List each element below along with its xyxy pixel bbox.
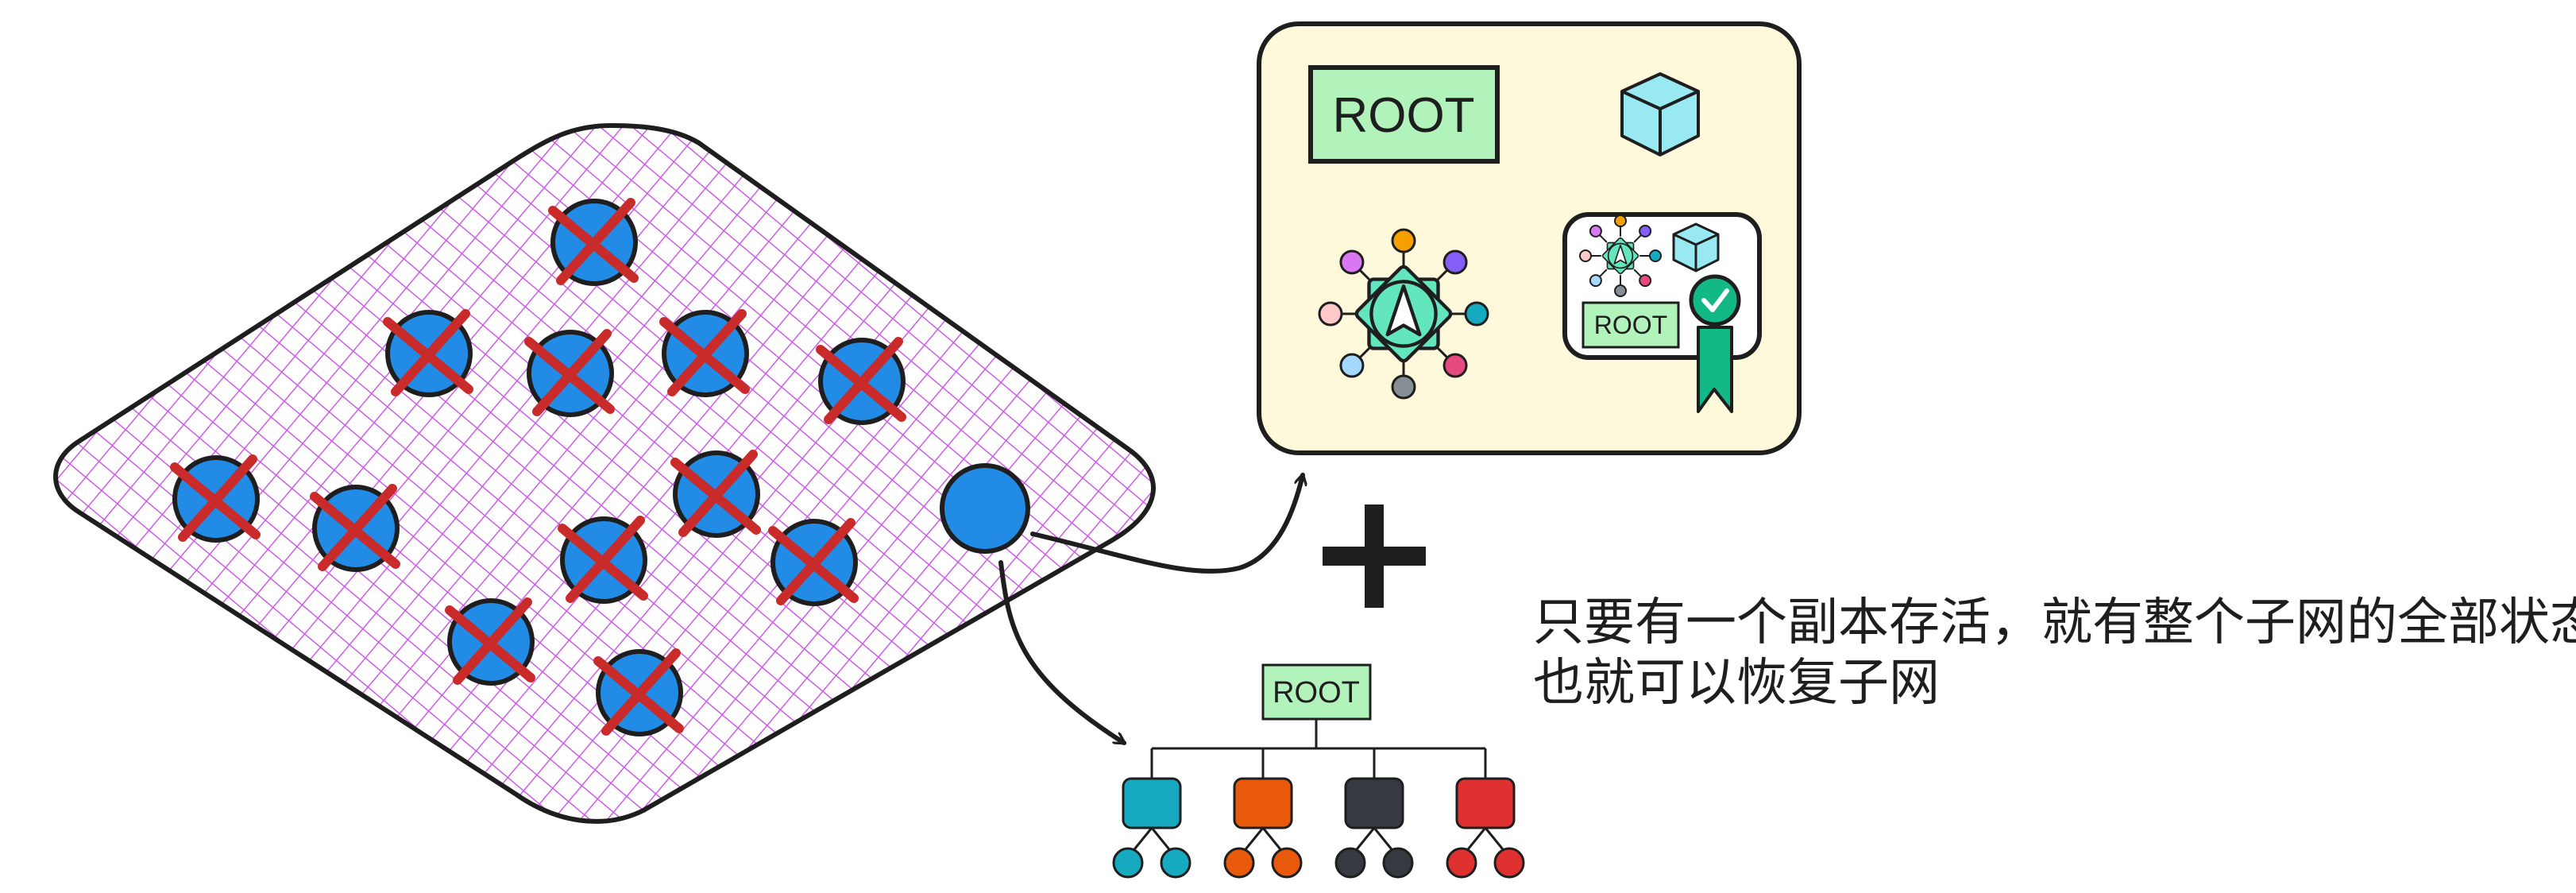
tree-branch-node: [1112, 777, 1191, 879]
tree-branch-node: [1334, 777, 1414, 879]
root-label-large: ROOT: [1332, 88, 1474, 143]
certified-badge-icon: ROOT: [1562, 212, 1762, 413]
tree-leaf: [1223, 847, 1255, 879]
hub-satellite-dot: [1442, 353, 1468, 378]
hub-satellite-dot: [1614, 284, 1627, 297]
caption-line-1: 只要有一个副本存活，就有整个子网的全部状态: [1533, 593, 2576, 652]
root-label-small: ROOT: [1594, 311, 1667, 339]
tree-root-box: [1261, 663, 1372, 721]
hub-satellite-dot: [1589, 224, 1602, 238]
tree-branch-node: [1446, 777, 1525, 879]
crossed-out-node-icon: [383, 309, 473, 397]
hub-satellite-dot: [1391, 228, 1416, 253]
gear-hub-icon: [1318, 228, 1489, 400]
hub-satellite-dot: [1339, 353, 1365, 378]
arrow-to-state-tree: [998, 560, 1124, 745]
tree-leaf: [1112, 847, 1144, 879]
failed-nodes: [170, 198, 906, 736]
state-panel: ROOT ROOT: [1257, 21, 1802, 455]
hub-satellite-dot: [1649, 249, 1662, 262]
tree-leaf: [1271, 847, 1303, 879]
hub-satellite-dot: [1589, 274, 1602, 288]
cube-icon: [1620, 72, 1700, 157]
tree-leaf: [1382, 847, 1414, 879]
hatched-diamond-region: [53, 123, 1156, 824]
crossed-out-node-icon: [659, 309, 750, 397]
crossed-out-node-icon: [170, 454, 261, 543]
tree-leaf: [1160, 847, 1191, 879]
hub-satellite-dot: [1464, 301, 1489, 327]
crossed-out-node-icon: [548, 198, 639, 286]
mini-hub-icon: [1579, 215, 1662, 297]
hub-satellite-dot: [1639, 274, 1652, 288]
state-tree-icon: ROOT: [1112, 663, 1525, 879]
hub-satellite-dot: [1639, 224, 1652, 238]
hub-satellite-dot: [1442, 249, 1468, 275]
crossed-out-node-icon: [816, 337, 906, 425]
crossed-out-node-icon: [768, 518, 859, 606]
caption-line-2: 也就可以恢复子网: [1533, 654, 1940, 713]
arrow-to-state-panel: [1030, 475, 1303, 574]
tree-leaf: [1446, 847, 1477, 879]
crossed-out-node-icon: [558, 516, 648, 604]
root-box-small: ROOT: [1582, 301, 1680, 349]
ribbon-icon: [1689, 274, 1741, 413]
crossed-out-node-icon: [593, 648, 684, 736]
subnet-region: [53, 123, 1156, 824]
plus-icon: [1323, 504, 1426, 608]
crossed-out-node-icon: [524, 329, 615, 417]
hub-satellite-dot: [1391, 374, 1416, 400]
tree-leaf: [1493, 847, 1525, 879]
tree-children: [1112, 777, 1525, 879]
crossed-out-node-icon: [445, 597, 535, 686]
tree-branch-node: [1223, 777, 1303, 879]
hub-satellite-dot: [1579, 249, 1592, 262]
tree-leaf: [1334, 847, 1366, 879]
hub-satellite-dot: [1339, 249, 1365, 275]
crossed-out-node-icon: [310, 484, 400, 572]
surviving-node: [940, 463, 1030, 554]
mini-cube-icon: [1672, 222, 1720, 273]
node-icon: [940, 463, 1030, 554]
root-box-large: ROOT: [1308, 65, 1500, 164]
arrows: [998, 475, 1303, 745]
tree-root-label: ROOT: [1273, 676, 1360, 709]
hub-satellite-dot: [1318, 301, 1343, 327]
crossed-out-node-icon: [670, 450, 761, 538]
hub-satellite-dot: [1614, 215, 1627, 227]
